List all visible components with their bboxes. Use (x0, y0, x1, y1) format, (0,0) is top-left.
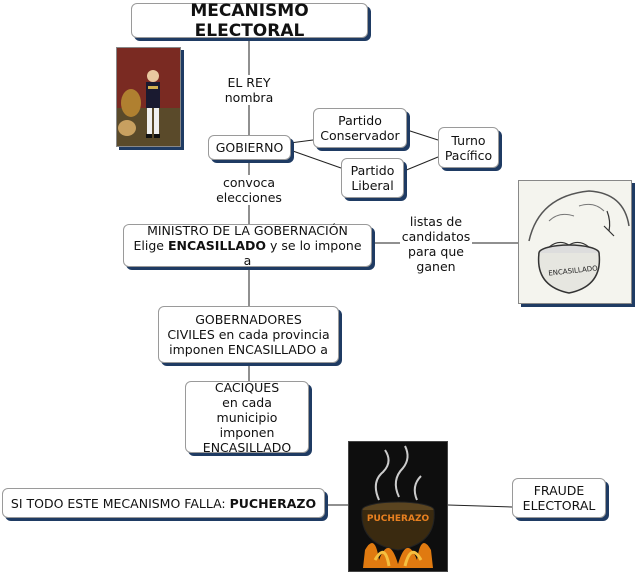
fraude-electoral-node: FRAUDE ELECTORAL (512, 478, 606, 518)
partido-conservador-node: Partido Conservador (313, 108, 407, 148)
ministro-bold: ENCASILLADO (167, 238, 267, 253)
pot2-caption: PUCHERAZO (366, 514, 430, 524)
gobernadores-line: CIVILES en cada provincia (167, 327, 330, 342)
pucherazo-bold: PUCHERAZO (229, 495, 317, 511)
king-names-label: EL REY nombra (214, 75, 284, 105)
boiling-pot-icon (349, 442, 447, 571)
king-portrait-image (116, 47, 181, 147)
pucherazo-text: SI TODO ESTE MECANISMO FALLA: PUCHERAZO (11, 496, 316, 511)
elecciones-line: elecciones (216, 190, 282, 205)
listas-candidatos-label: listas de candidatos para que ganen (400, 214, 472, 274)
turno-line: Pacífico (444, 147, 493, 163)
conservador-line: Partido (338, 113, 382, 128)
pucherazo-pre: SI TODO ESTE MECANISMO FALLA: (10, 495, 230, 511)
convoca-elecciones-label: convoca elecciones (205, 175, 293, 205)
liberal-line: Liberal (351, 178, 394, 193)
turno-line: Turno (451, 132, 486, 148)
title-text: MECANISMO ELECTORAL (190, 0, 309, 41)
pucherazo-node: SI TODO ESTE MECANISMO FALLA: PUCHERAZO (2, 488, 325, 518)
names-label-line: nombra (224, 90, 274, 105)
caciques-line: ENCASILLADO (202, 439, 292, 455)
listas-line: candidatos (401, 229, 471, 244)
gobernadores-line: GOBERNADORES (195, 312, 302, 327)
gobernadores-node: GOBERNADORES CIVILES en cada provincia i… (158, 306, 339, 363)
conservador-line: Conservador (320, 128, 400, 143)
caciques-line: CACIQUES (214, 379, 280, 395)
ministro-post: y se lo impone a (243, 238, 362, 268)
diagram-title: MECANISMO ELECTORAL (131, 0, 368, 41)
encasillado-cartoon-image: ENCASILLADO (518, 180, 632, 304)
gobierno-node: GOBIERNO (208, 135, 291, 160)
gobernadores-line: imponen ENCASILLADO a (169, 342, 328, 357)
encasillado-pot-icon (519, 181, 631, 303)
partido-liberal-node: Partido Liberal (341, 158, 404, 198)
ministro-second-line: Elige ENCASILLADO y se lo impone a (130, 238, 365, 268)
listas-line: listas de (409, 214, 463, 229)
listas-line: para que (408, 244, 464, 259)
king-portrait-icon (117, 48, 180, 146)
gobierno-text: GOBIERNO (215, 140, 284, 155)
turno-pacifico-node: Turno Pacífico (438, 127, 499, 168)
ministro-pre: Elige (133, 238, 168, 253)
caciques-node: CACIQUES en cada municipio imponen ENCAS… (185, 379, 309, 455)
fraude-line: ELECTORAL (522, 498, 596, 513)
convoca-line: convoca (222, 175, 276, 190)
liberal-line: Partido (350, 163, 395, 178)
ministro-title: MINISTRO DE LA GOBERNACIÓN (147, 223, 348, 238)
caciques-line: imponen (219, 424, 275, 440)
caciques-line: en cada municipio (216, 394, 278, 425)
pucherazo-pot-image: PUCHERAZO (348, 441, 448, 572)
fraude-line: FRAUDE (533, 483, 585, 498)
listas-line: ganen (416, 259, 456, 274)
king-label-line: EL REY (227, 75, 271, 90)
ministro-node: MINISTRO DE LA GOBERNACIÓN Elige ENCASIL… (123, 223, 372, 268)
